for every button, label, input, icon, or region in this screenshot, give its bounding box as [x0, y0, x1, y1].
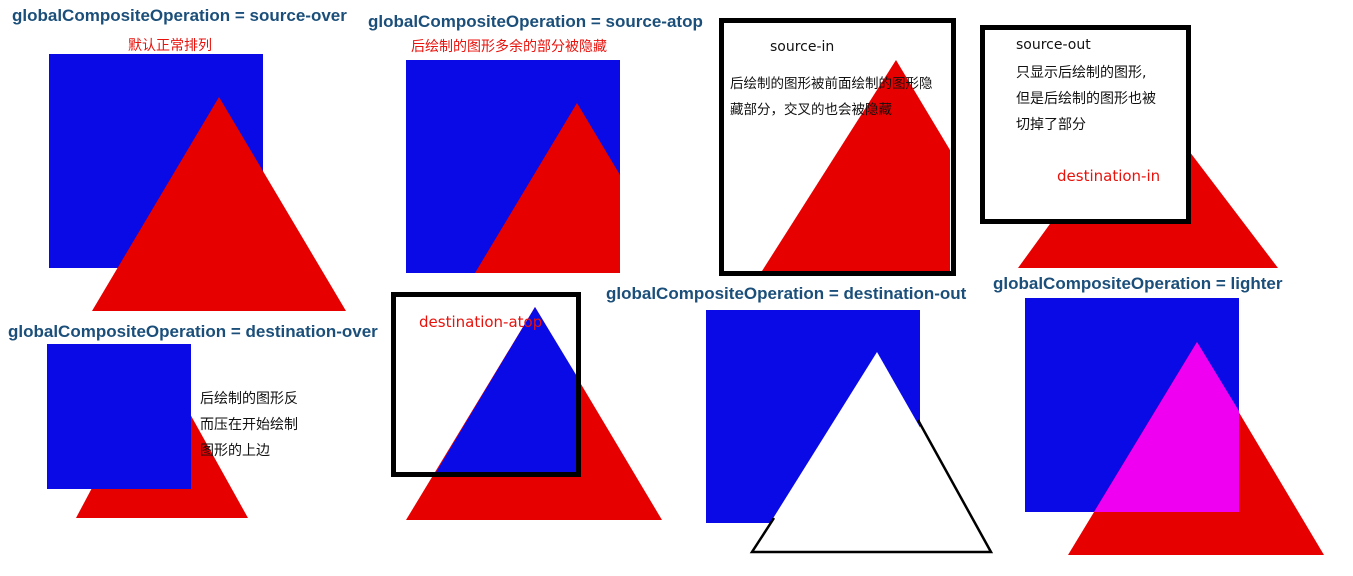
- lighter-magenta-overlap: [1094, 342, 1239, 512]
- destination-out-white-triangle: [752, 352, 991, 552]
- destination-in-label: destination-in: [1057, 167, 1161, 185]
- source-over-red-triangle: [92, 97, 346, 311]
- destination-atop-frame: [391, 292, 581, 477]
- destination-atop-blue-overlap: [435, 307, 578, 474]
- source-over-title: globalCompositeOperation = source-over: [12, 6, 347, 25]
- lighter-title: globalCompositeOperation = lighter: [993, 274, 1283, 293]
- destination-over-desc-line1: 后绘制的图形反: [200, 391, 298, 407]
- source-out-label: source-out: [1016, 37, 1091, 53]
- source-in-desc-line1: 后绘制的图形被前面绘制的图形隐: [730, 76, 933, 92]
- destination-over-description: 后绘制的图形反 而压在开始绘制 图形的上边: [200, 386, 298, 464]
- source-out-desc-line3: 切掉了部分: [1016, 117, 1086, 133]
- destination-over-blue-square: [47, 344, 191, 489]
- source-out-desc-line2: 但是后绘制的图形也被: [1016, 91, 1156, 107]
- destination-over-desc-line2: 而压在开始绘制: [200, 417, 298, 433]
- source-in-label: source-in: [770, 39, 835, 55]
- source-in-frame: [719, 18, 956, 276]
- source-out-description: 只显示后绘制的图形, 但是后绘制的图形也被 切掉了部分: [1016, 60, 1156, 138]
- source-over-note: 默认正常排列: [128, 38, 212, 54]
- destination-over-desc-line3: 图形的上边: [200, 443, 270, 459]
- destination-over-title: globalCompositeOperation = destination-o…: [8, 322, 378, 341]
- source-atop-red-clipped: [475, 103, 620, 273]
- source-in-desc-line2: 藏部分，交叉的也会被隐藏: [730, 102, 892, 118]
- destination-atop-label: destination-atop: [419, 313, 543, 331]
- source-out-frame: [980, 25, 1191, 224]
- source-in-red-clipped: [762, 60, 950, 271]
- source-atop-title: globalCompositeOperation = source-atop: [368, 12, 703, 31]
- source-atop-note: 后绘制的图形多余的部分被隐藏: [411, 39, 607, 55]
- source-in-description: 后绘制的图形被前面绘制的图形隐 藏部分，交叉的也会被隐藏: [730, 72, 933, 122]
- destination-out-title: globalCompositeOperation = destination-o…: [606, 284, 967, 303]
- destination-out-triangle-outline: [749, 419, 994, 554]
- source-out-desc-line1: 只显示后绘制的图形,: [1016, 65, 1147, 81]
